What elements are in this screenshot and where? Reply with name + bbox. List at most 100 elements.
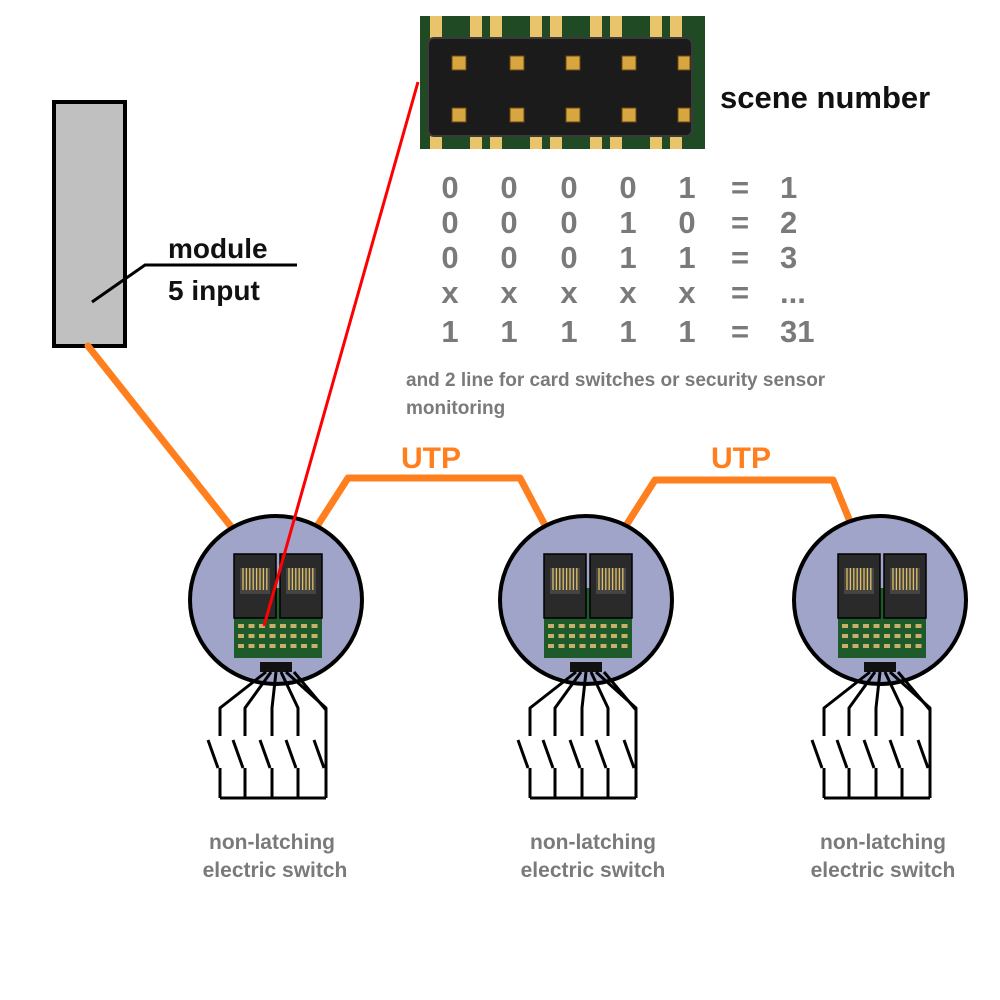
- pcb-pin: [873, 644, 880, 648]
- truth-bit: 0: [441, 170, 458, 205]
- note-line1: and 2 line for card switches or security…: [406, 370, 826, 391]
- truth-bit: x: [441, 275, 459, 310]
- unit-terminal-strip: [570, 662, 602, 672]
- truth-bit: 1: [678, 170, 695, 205]
- header-connector: scene number: [420, 16, 930, 149]
- common-return-wire: [292, 671, 328, 798]
- truth-bit: 1: [560, 314, 577, 349]
- pcb-pin: [600, 624, 607, 628]
- truth-bit: x: [678, 275, 696, 310]
- header-pins: [451, 55, 691, 123]
- pcb-pin: [301, 624, 307, 628]
- pcb-pin: [590, 644, 596, 648]
- pcb-pin: [248, 644, 255, 648]
- pcb-pin: [611, 624, 617, 628]
- unit-captions: non-latching electric switch non-latchin…: [203, 831, 956, 882]
- switch-unit-3: [792, 514, 968, 800]
- truth-bit: x: [619, 275, 637, 310]
- scene-number-label: scene number: [720, 80, 930, 115]
- pcb-pin: [290, 644, 297, 648]
- pcb-pin: [884, 624, 890, 628]
- unit-terminal-strip: [260, 662, 292, 672]
- switch-blade: [312, 739, 326, 769]
- rj45-socket: [596, 568, 626, 594]
- monitoring-note: and 2 line for card switches or security…: [406, 370, 826, 419]
- pcb-pin: [280, 624, 286, 628]
- pcb-pin: [569, 624, 575, 628]
- truth-bit: 1: [678, 314, 695, 349]
- pcb-pin: [863, 644, 869, 648]
- switch-wire: [822, 670, 871, 736]
- rj45-socket: [286, 568, 316, 594]
- truth-bit: 0: [500, 240, 517, 275]
- unit-3-caption-line2: electric switch: [811, 859, 956, 882]
- pcb-pin: [621, 644, 628, 648]
- pcb-pin: [238, 634, 244, 638]
- switch-wire: [528, 670, 577, 736]
- pcb-pin: [894, 624, 901, 628]
- pcb-pin: [238, 624, 244, 628]
- truth-equals: =: [731, 314, 749, 349]
- truth-bit: x: [560, 275, 578, 310]
- truth-bit: 1: [441, 314, 458, 349]
- unit-switch-wiring: [516, 670, 638, 800]
- truth-scene-value: 1: [780, 170, 797, 205]
- pcb-pin: [611, 634, 617, 638]
- switch-blade: [888, 739, 902, 769]
- pcb-pin: [280, 644, 286, 648]
- pcb-pin: [579, 644, 586, 648]
- pcb-pin: [894, 644, 901, 648]
- pcb-pin: [248, 624, 255, 628]
- pcb-pin: [548, 634, 554, 638]
- pcb-pin: [852, 634, 859, 638]
- unit-3-caption-line1: non-latching: [820, 831, 946, 854]
- module-5-input: module 5 input: [52, 100, 297, 348]
- switch-wire: [243, 671, 273, 736]
- pcb-pin: [301, 644, 307, 648]
- pcb-pin: [558, 634, 565, 638]
- truth-bit: 0: [441, 205, 458, 240]
- truth-scene-value: 3: [780, 240, 797, 275]
- pcb-pin: [259, 644, 265, 648]
- pcb-pin: [863, 634, 869, 638]
- rj45-socket: [550, 568, 580, 594]
- pcb-pin: [852, 644, 859, 648]
- switch-blade: [862, 739, 876, 769]
- pcb-pin: [905, 644, 911, 648]
- switch-wire: [279, 671, 300, 736]
- switch-blade: [568, 739, 582, 769]
- switch-wire: [270, 671, 278, 736]
- switch-blade: [916, 739, 930, 769]
- pcb-pin: [301, 634, 307, 638]
- pcb-pin: [915, 624, 922, 628]
- utp-label-2: UTP: [711, 442, 771, 475]
- pcb-pin: [579, 624, 586, 628]
- pcb-pin: [548, 624, 554, 628]
- module-leader-line: [91, 263, 297, 304]
- pcb-pin: [569, 634, 575, 638]
- truth-equals: =: [731, 240, 749, 275]
- switch-blade: [810, 739, 824, 769]
- truth-bit: 1: [619, 240, 636, 275]
- utp-cables: [84, 342, 864, 552]
- unit-1-caption-line1: non-latching: [209, 831, 335, 854]
- switch-blade: [594, 739, 608, 769]
- switch-blade: [206, 739, 220, 769]
- rj45-socket: [240, 568, 270, 594]
- pcb-pin: [842, 644, 848, 648]
- unit-terminal-strip: [864, 662, 896, 672]
- pcb-pin: [558, 624, 565, 628]
- pcb-pin: [621, 634, 628, 638]
- switch-blade: [541, 739, 555, 769]
- truth-bit: 1: [678, 240, 695, 275]
- switch-wire: [218, 670, 267, 736]
- common-return-wire: [896, 671, 932, 798]
- pcb-pin: [873, 634, 880, 638]
- switch-blade: [284, 739, 298, 769]
- pcb-pin: [269, 644, 276, 648]
- pcb-pin: [579, 634, 586, 638]
- truth-bit: 1: [619, 314, 636, 349]
- switch-wire: [589, 671, 610, 736]
- pcb-pin: [259, 634, 265, 638]
